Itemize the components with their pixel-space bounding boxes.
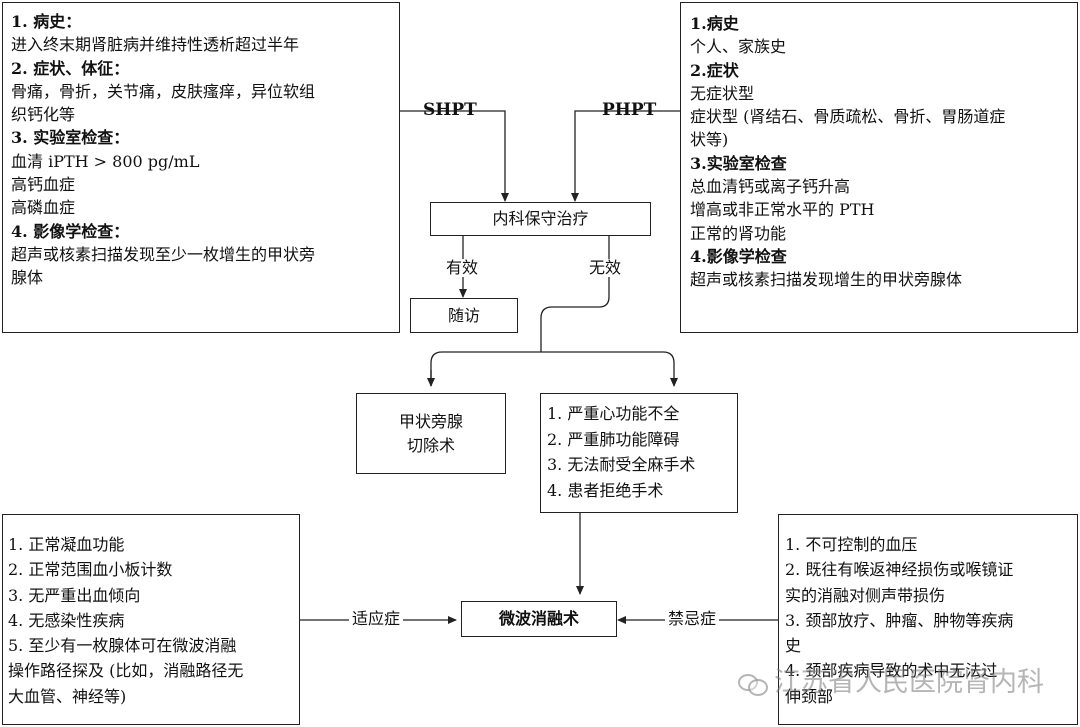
microwave-ablation-node: 微波消融术 xyxy=(461,601,617,637)
indication-line: 操作路径探及 (比如，消融路径无 xyxy=(8,661,244,681)
phpt-criteria-line: 状等) xyxy=(690,130,729,150)
indication-line: 4. 无感染性疾病 xyxy=(8,610,125,630)
split-connector xyxy=(430,351,678,387)
phpt-criteria-line: 超声或核素扫描发现增生的甲状旁腺体 xyxy=(690,270,963,290)
indication-line: 5. 至少有一枚腺体可在微波消融 xyxy=(8,636,237,656)
shpt-criteria-box: 1. 病史： 进入终末期肾脏病并维持性透析超过半年 2. 症状、体征： 骨痛，骨折，关… xyxy=(2,2,400,333)
wechat-icon xyxy=(738,672,768,696)
phpt-criteria-line: 总血清钙或离子钙升高 xyxy=(690,177,851,197)
parathyroidectomy-node: 甲状旁腺 切除术 xyxy=(356,393,506,474)
microwave-ablation-label: 微波消融术 xyxy=(498,609,579,629)
followup-label: 随访 xyxy=(447,305,480,325)
indication-label: 适应症 xyxy=(349,610,404,628)
phpt-criteria-box: 1.病史个人、家族史 2.症状无症状型症状型 (肾结石、骨质疏松、骨折、胃肠道症状… xyxy=(680,2,1078,333)
indication-line: 2. 正常范围血小板计数 xyxy=(8,560,173,580)
phpt-criteria-line: 1.病史 xyxy=(690,14,739,33)
contraindication-line: 伸颈部 xyxy=(785,686,834,706)
surgery-contraindication-line: 2. 严重肺功能障碍 xyxy=(547,429,680,449)
parathyroidectomy-label-line2: 切除术 xyxy=(406,435,455,455)
phpt-criteria-line: 2.症状 xyxy=(690,60,739,80)
conservative-treatment-label: 内科保守治疗 xyxy=(492,209,589,229)
conservative-treatment-node: 内科保守治疗 xyxy=(430,202,651,236)
followup-node: 随访 xyxy=(410,298,518,333)
ineffective-connector xyxy=(540,236,610,352)
watermark: 江苏省人民医院肾内科 xyxy=(738,668,1044,698)
indication-line: 大血管、神经等) xyxy=(8,686,127,706)
contraindication-line: 史 xyxy=(785,636,802,656)
shpt-criteria-line: 腺体 xyxy=(11,268,44,288)
ineffective-label: 无效 xyxy=(586,259,625,277)
surgery-contraindication-line: 4. 患者拒绝手术 xyxy=(547,480,664,500)
shpt-criteria-line: 1. 病史： xyxy=(11,12,82,31)
phpt-criteria-line: 4.影像学检查 xyxy=(690,246,787,266)
phpt-criteria-line: 无症状型 xyxy=(690,83,755,103)
shpt-criteria-line: 超声或核素扫描发现至少一枚增生的甲状旁 xyxy=(11,244,316,264)
surgery-contraindication-line: 3. 无法耐受全麻手术 xyxy=(547,455,696,474)
contraindications-box: 1. 不可控制的血压 2. 既往有喉返神经损伤或喉镜证实的消融对侧声带损伤 3. 颈… xyxy=(778,514,1078,725)
surgery-contraindication-box: 1. 严重心功能不全 2. 严重肺功能障碍 3. 无法耐受全麻手术 4. 患者拒绝手术 xyxy=(540,393,738,513)
shpt-criteria-line: 3. 实验室检查： xyxy=(11,128,130,148)
contraindication-label: 禁忌症 xyxy=(665,610,720,628)
phpt-criteria-line: 症状型 (肾结石、骨质疏松、骨折、胃肠道症 xyxy=(690,107,1006,127)
indication-line: 1. 正常凝血功能 xyxy=(8,535,125,554)
shpt-criteria-line: 高钙血症 xyxy=(11,175,76,195)
shpt-criteria-line: 2. 症状、体征： xyxy=(11,58,130,78)
shpt-criteria-line: 高磷血症 xyxy=(11,198,76,218)
contraindication-line: 2. 既往有喉返神经损伤或喉镜证 xyxy=(785,560,1014,580)
shpt-criteria-line: 骨痛，骨折，关节痛，皮肤瘙痒，异位软组 xyxy=(11,81,316,101)
phpt-connector xyxy=(571,110,680,202)
shpt-criteria-line: 4. 影像学检查： xyxy=(11,221,130,241)
phpt-criteria-line: 正常的肾功能 xyxy=(690,223,787,243)
contraindication-line: 实的消融对侧声带损伤 xyxy=(785,585,946,605)
surgery-contraindication-line: 1. 严重心功能不全 xyxy=(547,404,680,423)
phpt-label: PHPT xyxy=(602,100,657,120)
phpt-criteria-line: 个人、家族史 xyxy=(690,37,787,57)
phpt-criteria-line: 3.实验室检查 xyxy=(690,153,787,173)
contraindication-line: 3. 颈部放疗、肿瘤、肿物等疾病 xyxy=(785,610,1014,630)
watermark-text: 江苏省人民医院肾内科 xyxy=(774,667,1044,698)
effective-label: 有效 xyxy=(443,259,482,277)
contraindication-line: 1. 不可控制的血压 xyxy=(785,535,918,554)
parathyroidectomy-label-line1: 甲状旁腺 xyxy=(398,412,463,432)
contraindication-line: 4. 颈部疾病导致的术中无法过 xyxy=(785,661,998,681)
shpt-label: SHPT xyxy=(423,100,477,120)
shpt-criteria-line: 织钙化等 xyxy=(11,105,76,125)
phpt-criteria-line: 增高或非正常水平的 PTH xyxy=(690,200,875,220)
shpt-connector xyxy=(399,110,509,202)
indications-box: 1. 正常凝血功能 2. 正常范围血小板计数 3. 无严重出血倾向 4. 无感染性疾病… xyxy=(2,514,300,725)
shpt-criteria-line: 进入终末期肾脏病并维持性透析超过半年 xyxy=(11,35,300,55)
shpt-criteria-line: 血清 iPTH > 800 pg/mL xyxy=(11,151,200,171)
indication-line: 3. 无严重出血倾向 xyxy=(8,585,141,605)
